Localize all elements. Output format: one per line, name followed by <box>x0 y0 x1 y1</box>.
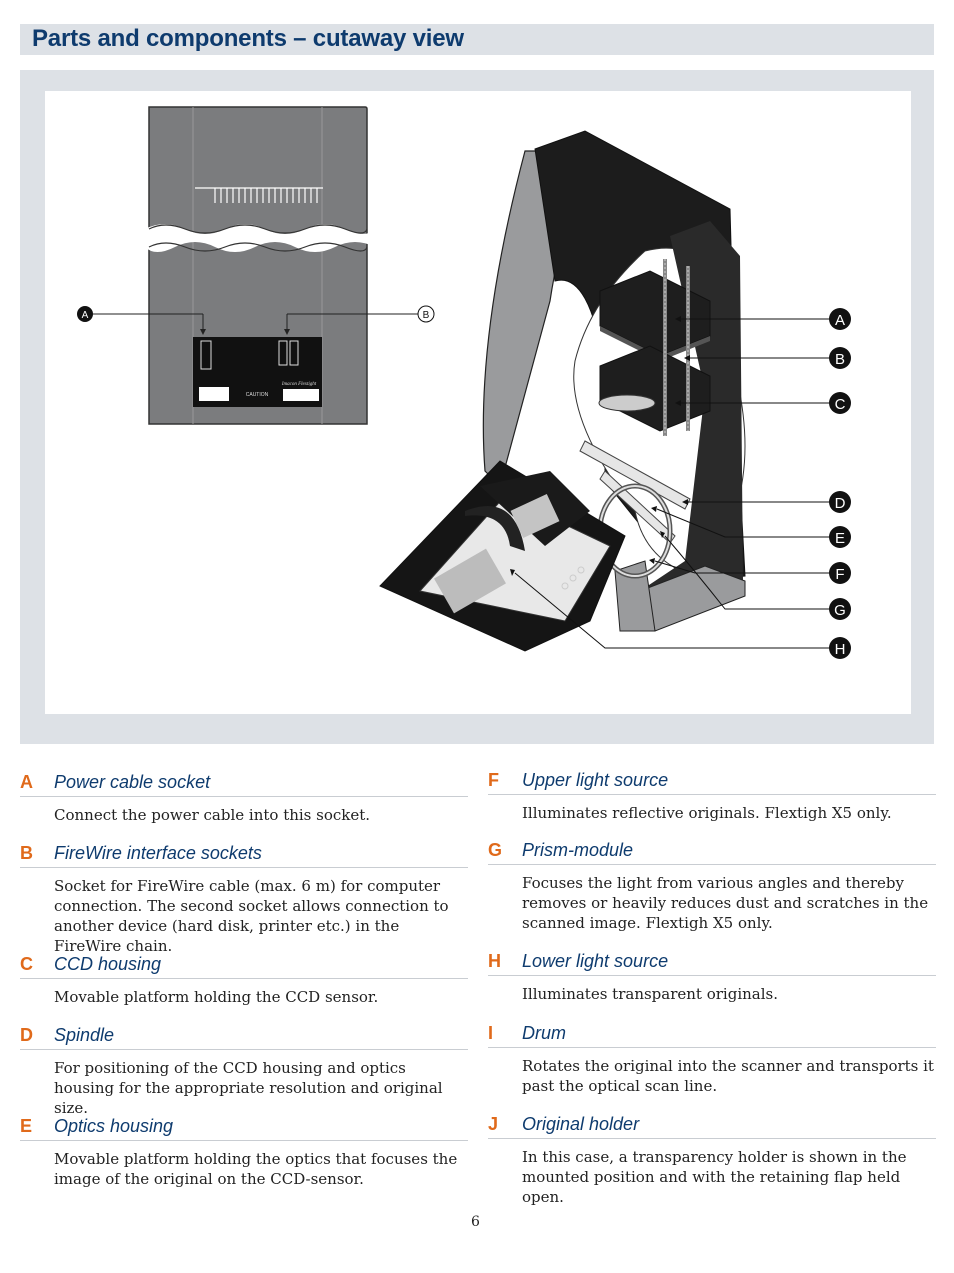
component-description: Rotates the original into the scanner an… <box>522 1057 934 1095</box>
component-letter: I <box>488 1023 494 1043</box>
component-description: Illuminates reflective originals. Flexti… <box>522 804 892 822</box>
component-name: Optics housing <box>54 1116 174 1136</box>
inset-brand-label: Imacon Flextight <box>281 382 317 387</box>
callout-e: E <box>835 530 845 547</box>
component-description: Connect the power cable into this socket… <box>54 806 371 824</box>
inset-callout-a: A <box>82 310 89 321</box>
callout-b: B <box>835 351 845 368</box>
component-entry-i: I Drum Rotates the original into the sca… <box>488 1021 936 1096</box>
component-name: CCD housing <box>54 954 162 974</box>
component-entry-a: A Power cable socket Connect the power c… <box>20 770 468 825</box>
component-letter: J <box>488 1114 499 1134</box>
scanner-illustration: CAUTION Imacon Flextight A B <box>77 106 851 659</box>
inset-callout-b-marker <box>417 305 435 323</box>
scanner-body <box>379 130 746 652</box>
component-description: Socket for FireWire cable (max. 6 m) for… <box>54 877 449 955</box>
callout-c: C <box>835 396 846 413</box>
callout-d: D <box>835 495 846 512</box>
component-entry-h: H Lower light source Illuminates transpa… <box>488 949 936 1004</box>
component-letter: H <box>488 951 501 971</box>
callout-g: G <box>834 602 846 619</box>
component-entry-b: B FireWire interface sockets Socket for … <box>20 841 468 956</box>
component-description: In this case, a transparency holder is s… <box>522 1148 907 1206</box>
component-name: Lower light source <box>522 951 669 971</box>
component-description: Illuminates transparent originals. <box>522 985 778 1003</box>
component-entry-g: G Prism-module Focuses the light from va… <box>488 838 936 933</box>
component-entry-j: J Original holder In this case, a transp… <box>488 1112 936 1207</box>
component-letter: G <box>488 840 503 860</box>
callout-h: H <box>835 641 846 658</box>
component-name: Prism-module <box>522 840 634 860</box>
component-description: Movable platform holding the optics that… <box>54 1150 458 1188</box>
callout-arrowheads <box>510 316 690 576</box>
callout-leaders <box>514 318 831 649</box>
inset-caution-label: CAUTION <box>246 392 269 398</box>
component-entry-e: E Optics housing Movable platform holdin… <box>20 1114 468 1189</box>
rear-panel-inset: CAUTION Imacon Flextight A B <box>77 106 435 425</box>
component-entry-f: F Upper light source Illuminates reflect… <box>488 768 936 823</box>
component-description: Movable platform holding the CCD sensor. <box>54 988 379 1006</box>
callout-f: F <box>835 566 844 583</box>
main-callouts: A B C D E F G H <box>829 308 851 659</box>
page-title: Parts and components – cutaway view <box>32 25 464 52</box>
component-letter: E <box>20 1116 33 1136</box>
page-number: 6 <box>471 1214 480 1230</box>
component-letter: A <box>20 772 33 792</box>
component-name: Spindle <box>54 1025 115 1045</box>
component-letter: C <box>20 954 33 974</box>
inset-callout-b: B <box>423 310 430 321</box>
component-letter: B <box>20 843 33 863</box>
title-bar: Parts and components – cutaway view <box>20 24 934 55</box>
component-letter: D <box>20 1025 33 1045</box>
component-entry-c: C CCD housing Movable platform holding t… <box>20 952 468 1007</box>
component-name: FireWire interface sockets <box>54 843 262 863</box>
inset-callout-a-marker <box>77 306 93 322</box>
component-description: For positioning of the CCD housing and o… <box>54 1059 443 1117</box>
cutaway-figure: CAUTION Imacon Flextight A B <box>45 91 911 714</box>
callout-a: A <box>835 312 845 329</box>
component-description: Focuses the light from various angles an… <box>522 874 929 932</box>
component-letter: F <box>488 770 499 790</box>
component-name: Power cable socket <box>54 772 211 792</box>
component-entry-d: D Spindle For positioning of the CCD hou… <box>20 1023 468 1118</box>
component-name: Original holder <box>522 1114 640 1134</box>
component-name: Drum <box>522 1023 566 1043</box>
component-name: Upper light source <box>522 770 669 790</box>
figure-frame: CAUTION Imacon Flextight A B <box>20 70 934 744</box>
